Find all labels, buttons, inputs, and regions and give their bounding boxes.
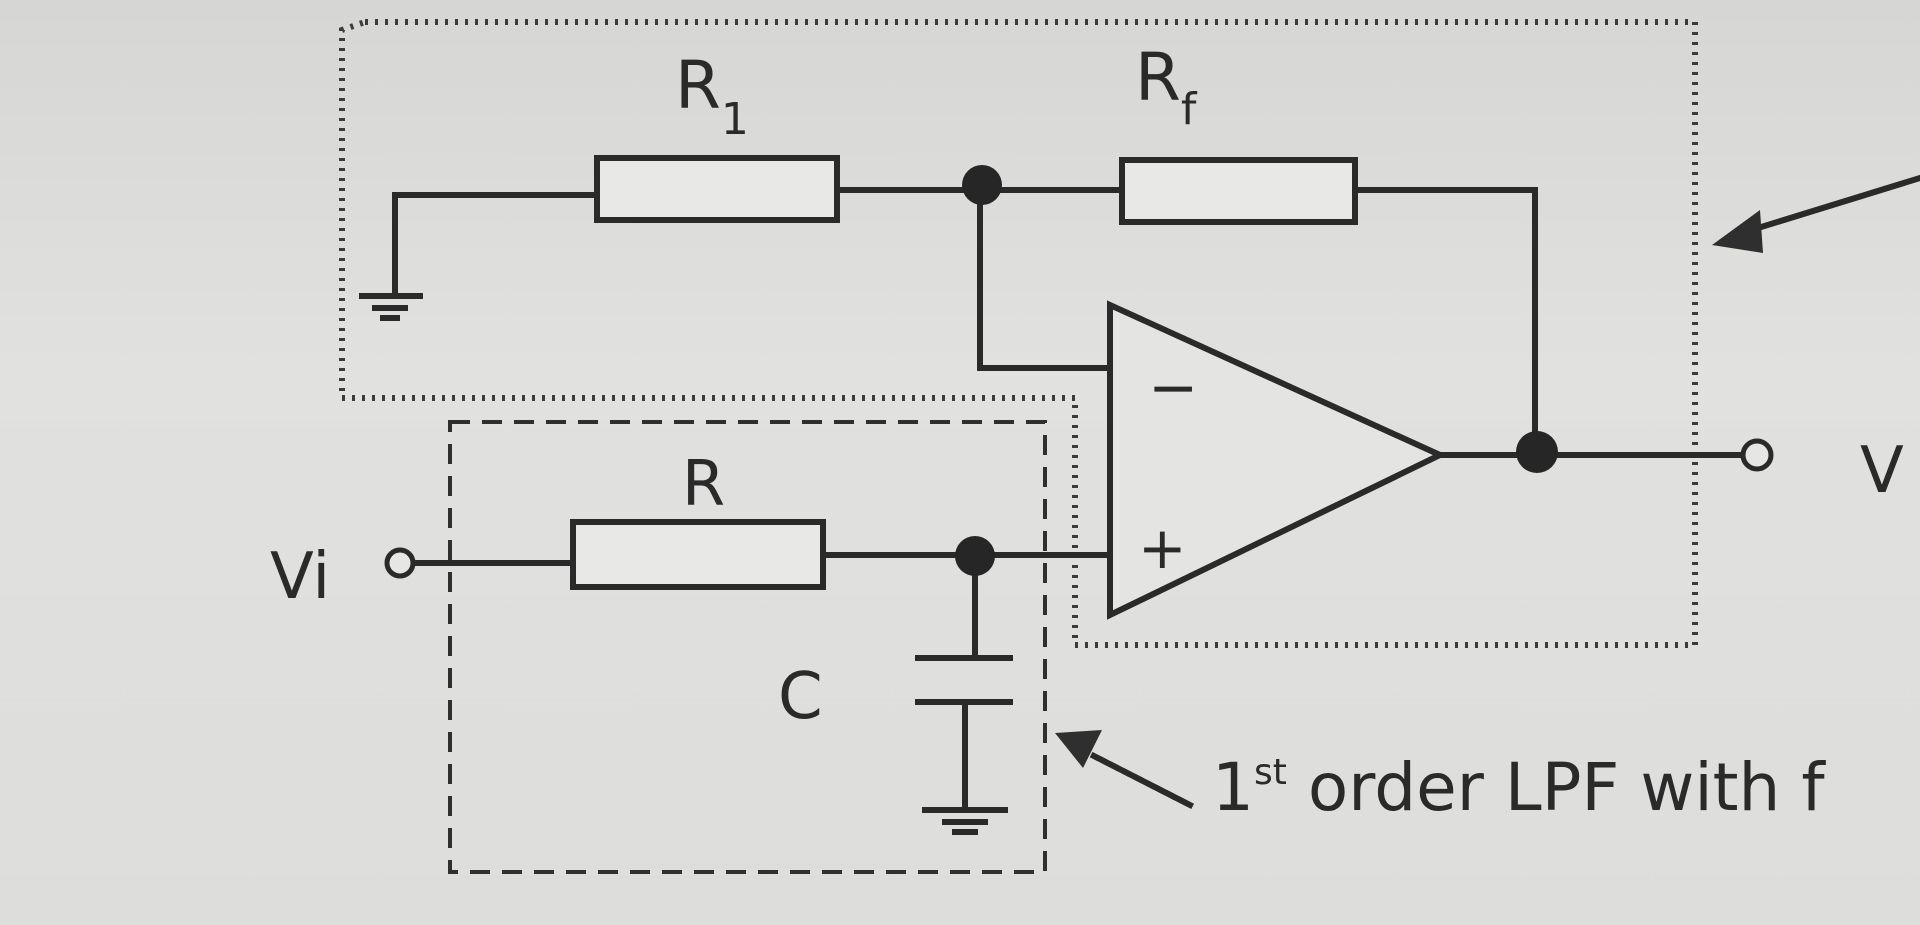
wire-feedback-to-inverting [977,187,1113,371]
annotation-lpf: 1st order LPF with f [1212,749,1826,826]
ground-symbol-top [359,192,603,321]
label-inverting-minus: − [1148,353,1198,423]
wire-rf-to-output [1352,187,1538,453]
resistor-rf [1119,157,1358,225]
junction-node-feedback [962,165,1002,205]
ground-symbol-bottom [922,807,1008,835]
junction-node-input [955,536,995,576]
junction-node-output [1516,431,1558,473]
capacitor-c [915,552,1013,811]
label-vo: V [1860,434,1904,508]
label-c: C [778,660,823,734]
lpf-dashed-box [448,420,1047,874]
label-noninverting-plus: + [1138,514,1187,582]
arrow-to-amplifier-box [1712,174,1920,253]
input-terminal [384,547,416,579]
label-r1: R1 [675,47,749,145]
amplifier-stage-dotted-box [339,19,1698,648]
label-r: R [682,447,725,520]
op-amp [1107,300,1448,620]
arrow-to-lpf-box [1055,730,1195,810]
resistor-r1 [594,155,840,223]
resistor-r [570,519,826,590]
label-rf: Rf [1135,39,1198,135]
output-terminal [1740,438,1774,472]
label-vi: Vi [270,540,330,614]
